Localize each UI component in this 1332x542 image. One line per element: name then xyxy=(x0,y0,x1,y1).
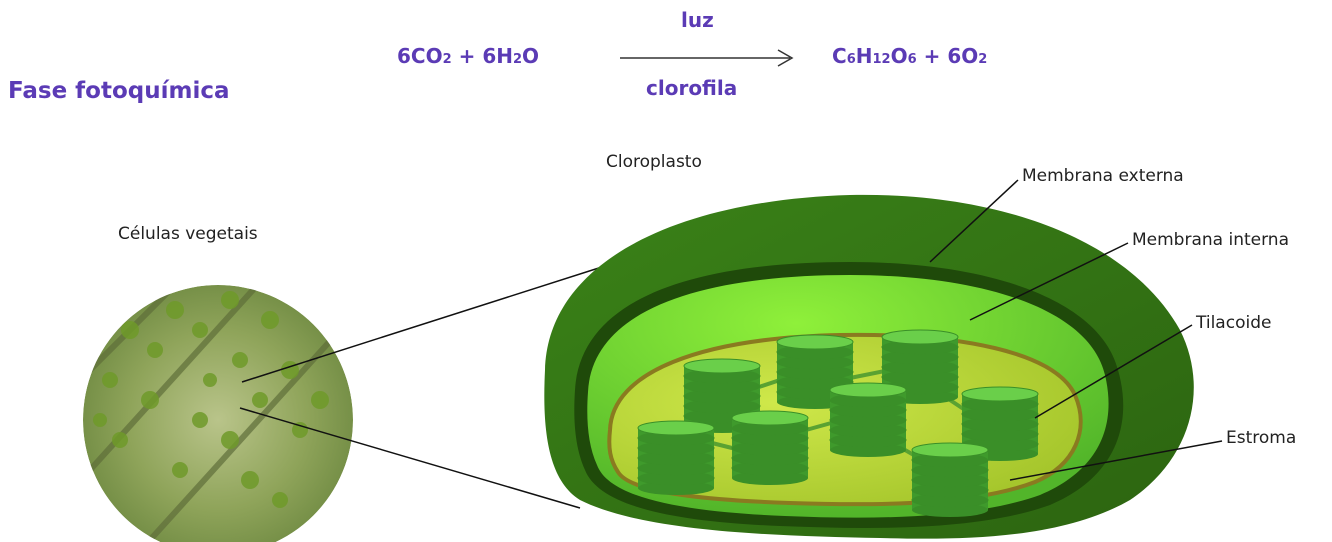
thylakoid-disc xyxy=(881,329,959,345)
reactant-co2: 6CO xyxy=(397,44,443,68)
plant-cells-micrograph xyxy=(83,285,353,542)
leader-stroma xyxy=(1009,440,1223,481)
leader-thylakoid xyxy=(1034,324,1193,419)
label-stroma: Estroma xyxy=(1226,428,1297,448)
plus-sign: + xyxy=(451,44,483,68)
reactant-h2o-o: O xyxy=(522,44,540,68)
thylakoid-stacks xyxy=(637,329,1039,517)
subscript: 6 xyxy=(907,52,917,67)
thylakoid-stack xyxy=(911,442,989,517)
arrow-condition-chlorophyll: clorofila xyxy=(646,76,738,100)
thylakoid-disc xyxy=(683,358,761,374)
leader-outer-membrane xyxy=(929,179,1019,263)
thylakoid-stack xyxy=(731,410,809,485)
zoom-line-top xyxy=(241,265,606,383)
thylakoid-stack xyxy=(683,358,761,433)
plus-sign: + xyxy=(916,44,948,68)
label-chloroplast: Cloroplasto xyxy=(606,152,702,172)
label-inner-membrane: Membrana interna xyxy=(1132,230,1289,250)
label-thylakoid: Tilacoide xyxy=(1196,313,1272,333)
product-glucose-c: C xyxy=(832,44,847,68)
equation-reactants: 6CO2 + 6H2O xyxy=(397,44,539,68)
subscript: 6 xyxy=(846,52,856,67)
label-outer-membrane: Membrana externa xyxy=(1022,166,1184,186)
subscript: 2 xyxy=(442,52,452,67)
subscript: 2 xyxy=(978,52,988,67)
reactant-h2o: 6H xyxy=(482,44,513,68)
thylakoid-disc xyxy=(637,420,715,436)
subscript: 2 xyxy=(513,52,523,67)
zoom-line-bottom xyxy=(239,407,581,509)
reaction-arrow xyxy=(620,49,794,67)
product-glucose-o: O xyxy=(890,44,908,68)
thylakoid-stack xyxy=(637,420,715,495)
leader-inner-membrane xyxy=(969,242,1129,321)
thylakoid-disc xyxy=(911,442,989,458)
product-oxygen: 6O xyxy=(947,44,979,68)
arrow-condition-light: luz xyxy=(681,8,714,32)
chloroplast xyxy=(544,194,1194,539)
thylakoid-stack xyxy=(829,382,907,457)
thylakoid-disc xyxy=(776,334,854,350)
equation-products: C6H12O6 + 6O2 xyxy=(832,44,987,68)
thylakoid-disc xyxy=(961,386,1039,402)
subscript: 12 xyxy=(872,52,891,67)
thylakoid-disc xyxy=(731,410,809,426)
label-plant-cells: Células vegetais xyxy=(118,224,258,244)
phase-title: Fase fotoquímica xyxy=(8,78,230,104)
thylakoid-disc xyxy=(829,382,907,398)
product-glucose-h: H xyxy=(855,44,873,68)
